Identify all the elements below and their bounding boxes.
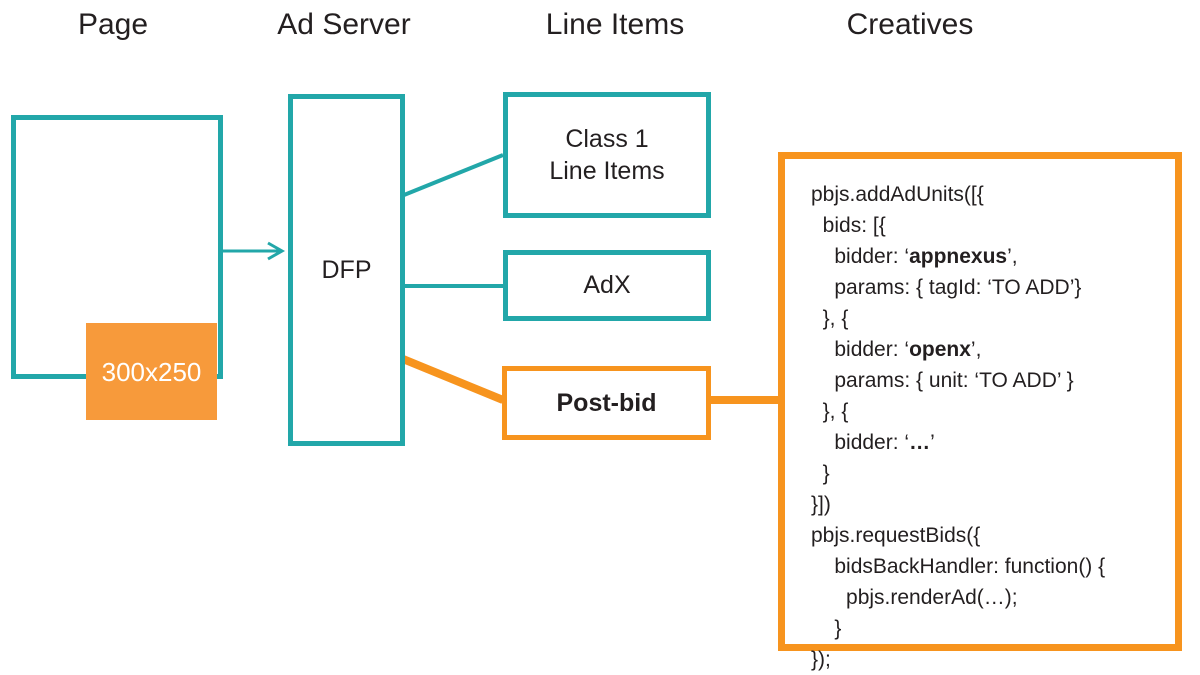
- code-line: bids: [{: [822, 214, 886, 237]
- code-line: }, {: [822, 307, 849, 330]
- code-line: bidder: ‘appnexus’,: [834, 245, 1018, 268]
- creatives-code-text: pbjs.addAdUnits([{ bids: [{ bidder: ‘app…: [811, 179, 1105, 675]
- page-box: 300x250: [11, 115, 223, 420]
- code-line: });: [811, 648, 831, 671]
- code-line: bidder: ‘…’: [834, 431, 935, 454]
- connector-dfp-to-class1: [403, 153, 504, 197]
- column-header-page: Page: [77, 8, 149, 41]
- adx-box: AdX: [503, 250, 711, 321]
- code-line: params: { unit: ‘TO ADD’ }: [834, 369, 1074, 392]
- post-bid-box: Post-bid: [502, 366, 711, 440]
- code-line: pbjs.renderAd(…);: [846, 586, 1018, 609]
- ad-slot-300x250: 300x250: [86, 323, 217, 420]
- code-line: }]): [811, 493, 831, 516]
- code-line: }: [834, 617, 842, 640]
- creatives-code-block: pbjs.addAdUnits([{ bids: [{ bidder: ‘app…: [778, 152, 1182, 671]
- code-line: bidsBackHandler: function() {: [834, 555, 1106, 578]
- connector-dfp-to-postbid: [401, 355, 505, 404]
- code-line: pbjs.requestBids({: [811, 524, 981, 547]
- dfp-box: DFP: [288, 94, 405, 446]
- code-line: }: [822, 462, 830, 485]
- column-header-ad-server: Ad Server: [277, 8, 411, 41]
- code-line: params: { tagId: ‘TO ADD’}: [834, 276, 1082, 299]
- post-bid-label: Post-bid: [556, 388, 657, 417]
- dfp-label: DFP: [321, 255, 372, 284]
- column-header-creatives: Creatives: [846, 8, 974, 41]
- code-line: }, {: [822, 400, 849, 423]
- code-line: bidder: ‘openx’,: [834, 338, 982, 361]
- ad-slot-label: 300x250: [101, 356, 202, 387]
- adx-label: AdX: [583, 271, 631, 299]
- column-header-line-items: Line Items: [545, 8, 685, 41]
- code-line: pbjs.addAdUnits([{: [811, 183, 984, 206]
